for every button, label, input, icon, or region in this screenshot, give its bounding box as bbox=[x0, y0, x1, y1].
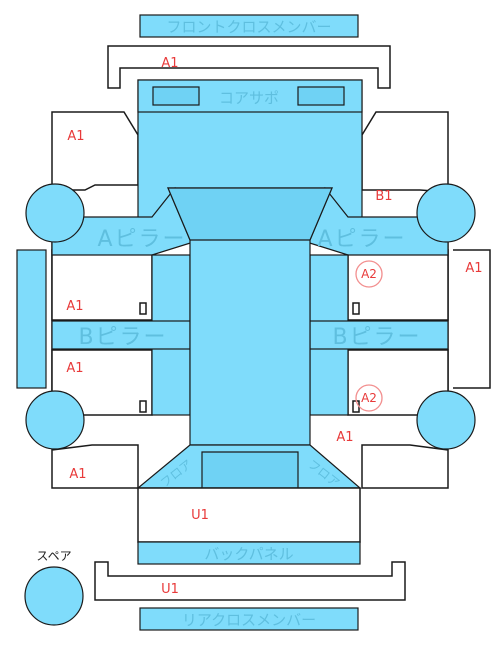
left-outer-door-strip[interactable] bbox=[16, 249, 47, 389]
b-pillar-right-label: Bピラー bbox=[332, 325, 421, 350]
back-panel-label: バックパネル bbox=[204, 545, 293, 563]
left-front-fender[interactable] bbox=[51, 111, 139, 191]
right-outer-door-strip[interactable] bbox=[453, 249, 491, 389]
left-front-door-handle bbox=[139, 302, 147, 315]
code-right-rear-door: A2 bbox=[361, 391, 377, 405]
spare-label: スペア bbox=[36, 549, 71, 563]
trunk-panel[interactable] bbox=[137, 487, 361, 543]
right-front-door-handle bbox=[352, 302, 360, 315]
wheel-front-right[interactable] bbox=[416, 183, 476, 243]
code-front-cross: A1 bbox=[161, 56, 178, 71]
back-panel[interactable] bbox=[137, 541, 361, 565]
code-right-rear-quarter: A1 bbox=[336, 430, 353, 445]
code-front-right: B1 bbox=[375, 189, 392, 204]
front-cross-member-bracket[interactable] bbox=[107, 45, 391, 89]
rear-floor-center bbox=[201, 451, 299, 489]
core-support-slot-right bbox=[297, 86, 345, 106]
b-pillar-right-panel[interactable] bbox=[309, 320, 449, 350]
left-rear-door-handle bbox=[139, 400, 147, 413]
b-pillar-left-label: Bピラー bbox=[78, 325, 167, 350]
spare-tire[interactable] bbox=[24, 566, 84, 626]
code-front-left: A1 bbox=[67, 129, 84, 144]
code-trunk: U1 bbox=[191, 508, 209, 523]
a-pillar-left-label: Aピラー bbox=[97, 227, 186, 252]
rear-cross-member-label: リアクロスメンバー bbox=[182, 611, 316, 629]
code-rear-cross: U1 bbox=[161, 582, 179, 597]
core-support-slot-left bbox=[152, 86, 200, 106]
code-left-front-door: A1 bbox=[66, 299, 83, 314]
left-front-door[interactable] bbox=[51, 249, 153, 321]
wheel-front-left[interactable] bbox=[25, 183, 85, 243]
wheel-rear-right[interactable] bbox=[416, 390, 476, 450]
b-pillar-left-panel[interactable] bbox=[51, 320, 191, 350]
front-cross-member-panel[interactable] bbox=[139, 14, 359, 38]
right-rear-door-handle bbox=[352, 400, 360, 413]
rear-cross-member-bracket[interactable] bbox=[94, 561, 406, 601]
code-right-front-door: A2 bbox=[361, 267, 377, 281]
a-pillar-right-label: Aピラー bbox=[317, 227, 406, 252]
code-left-rear-quarter: A1 bbox=[69, 467, 86, 482]
code-right-door-outer: A1 bbox=[465, 261, 482, 276]
right-front-fender[interactable] bbox=[361, 111, 449, 193]
front-cross-member-label: フロントクロスメンバー bbox=[166, 18, 331, 36]
core-support-label: コアサポ bbox=[219, 89, 279, 107]
windshield-panel[interactable] bbox=[167, 187, 333, 241]
code-left-rear-door: A1 bbox=[66, 361, 83, 376]
wheel-rear-left[interactable] bbox=[25, 390, 85, 450]
ring-right-front-door bbox=[355, 260, 383, 288]
ring-right-rear-door bbox=[355, 384, 383, 412]
rear-cross-member-panel[interactable] bbox=[139, 607, 359, 631]
